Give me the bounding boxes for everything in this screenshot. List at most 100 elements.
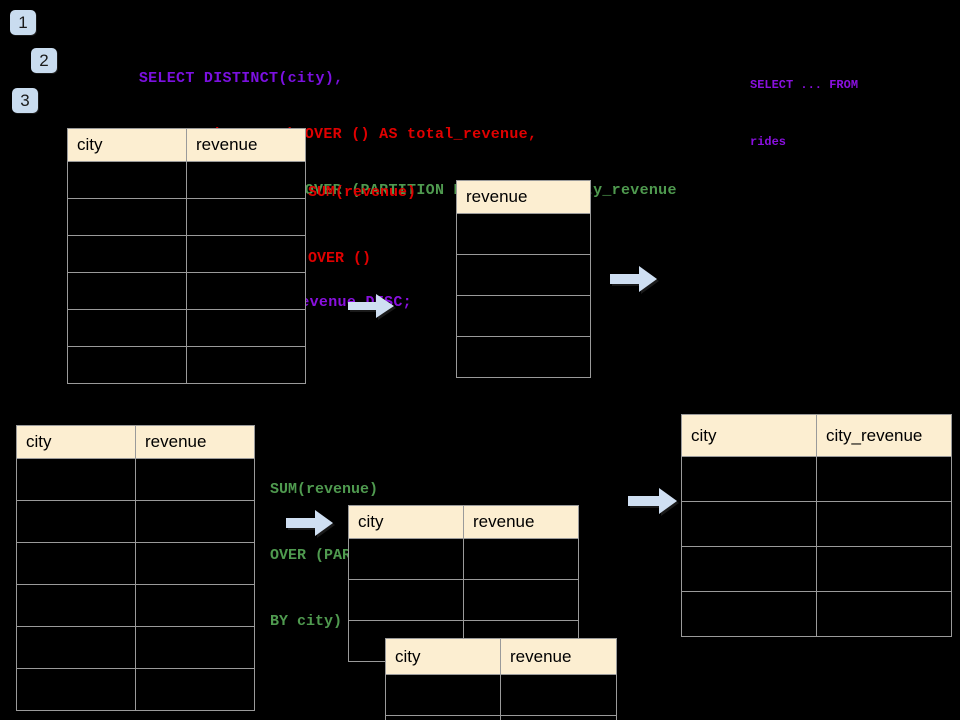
table-cell [463, 538, 579, 580]
step-badge-3: 3 [12, 88, 38, 113]
table-source-bottom: city revenue [16, 425, 255, 711]
table-cell [135, 500, 255, 543]
column-header-city: city [16, 425, 136, 459]
column-header-city-revenue: city_revenue [816, 414, 952, 457]
table-cell [67, 309, 187, 347]
table-cell [816, 546, 952, 592]
table-cell [456, 254, 591, 296]
table-source-top: city revenue [67, 128, 306, 384]
step-badge-1: 1 [10, 10, 36, 35]
table-total-revenue-header-row: revenue [456, 180, 591, 214]
table-source-top-body [67, 161, 306, 384]
table-cell [681, 501, 817, 547]
table-cell [67, 235, 187, 273]
table-partition-front-body [385, 674, 617, 720]
table-row [16, 500, 255, 543]
table-cell [135, 626, 255, 669]
table-row [385, 674, 617, 716]
step-badge-2-label: 2 [39, 51, 49, 70]
column-header-city: city [385, 638, 501, 675]
table-partition-front-header-row: city revenue [385, 638, 617, 675]
table-row [681, 456, 952, 502]
table-cell [135, 542, 255, 585]
column-header-revenue: revenue [463, 505, 579, 539]
table-partition-back-header-row: city revenue [348, 505, 579, 539]
table-cell [186, 309, 306, 347]
table-row [67, 309, 306, 347]
step-badge-1-label: 1 [18, 13, 28, 32]
table-row [348, 579, 579, 621]
table-cell [456, 213, 591, 255]
arrow-source-to-total [348, 294, 396, 320]
table-cell [16, 500, 136, 543]
table-row [456, 295, 591, 337]
table-row [67, 235, 306, 273]
annotation-select-from-line1: SELECT ... FROM [750, 78, 859, 92]
sql-line-1-text: SELECT DISTINCT(city), [138, 70, 344, 87]
arrow-total-to-right [610, 266, 659, 294]
table-row [67, 346, 306, 384]
table-cell [816, 456, 952, 502]
table-row [67, 198, 306, 236]
table-source-bottom-header-row: city revenue [16, 425, 255, 459]
annotation-sum-over-partition-line1: SUM(revenue) [270, 481, 379, 498]
table-cell [135, 458, 255, 501]
table-cell [681, 591, 817, 637]
table-cell [67, 161, 187, 199]
annotation-select-from-line2: rides [750, 135, 787, 149]
table-row [681, 546, 952, 592]
table-cell [135, 584, 255, 627]
column-header-revenue: revenue [135, 425, 255, 459]
column-header-revenue: revenue [456, 180, 591, 214]
table-total-revenue: revenue [456, 180, 591, 378]
step-badge-2: 2 [31, 48, 57, 73]
table-row [385, 715, 617, 720]
table-row [456, 254, 591, 296]
annotation-sum-over-partition-line3: BY city) [270, 613, 343, 630]
table-row [16, 584, 255, 627]
table-cell [816, 501, 952, 547]
table-cell [16, 626, 136, 669]
table-cell [135, 668, 255, 711]
table-partition-front: city revenue [385, 638, 617, 720]
table-row [456, 336, 591, 378]
table-cell [463, 579, 579, 621]
table-cell [67, 198, 187, 236]
table-cell [456, 336, 591, 378]
arrow-source-to-partition [286, 510, 335, 538]
table-cell [456, 295, 591, 337]
sql-line-2: SUM(revenue) OVER () AS total_revenue, [83, 102, 677, 143]
annotation-sum-over-empty-line1: SUM(revenue) [308, 184, 417, 201]
table-row [16, 626, 255, 669]
column-header-city: city [348, 505, 464, 539]
table-cell [500, 674, 617, 716]
table-cell [348, 538, 464, 580]
table-cell [186, 198, 306, 236]
table-row [67, 161, 306, 199]
table-cell [500, 715, 617, 720]
annotation-sum-over-empty-line2: OVER () [308, 250, 372, 267]
table-source-bottom-body [16, 458, 255, 711]
table-cell [16, 668, 136, 711]
table-cell [16, 458, 136, 501]
table-cell [186, 272, 306, 310]
table-row [456, 213, 591, 255]
table-cell [681, 546, 817, 592]
table-cell [16, 542, 136, 585]
table-source-top-header-row: city revenue [67, 128, 306, 162]
column-header-city: city [681, 414, 817, 457]
step-badge-3-label: 3 [20, 91, 30, 110]
table-row [16, 458, 255, 501]
table-row [348, 538, 579, 580]
table-row [16, 542, 255, 585]
table-total-revenue-body [456, 213, 591, 378]
table-cell [348, 579, 464, 621]
annotation-select-from: SELECT ... FROM rides [750, 38, 858, 190]
column-header-revenue: revenue [500, 638, 617, 675]
column-header-city: city [67, 128, 187, 162]
table-cell [681, 456, 817, 502]
table-cell [67, 346, 187, 384]
table-cell [67, 272, 187, 310]
table-cell [385, 715, 501, 720]
